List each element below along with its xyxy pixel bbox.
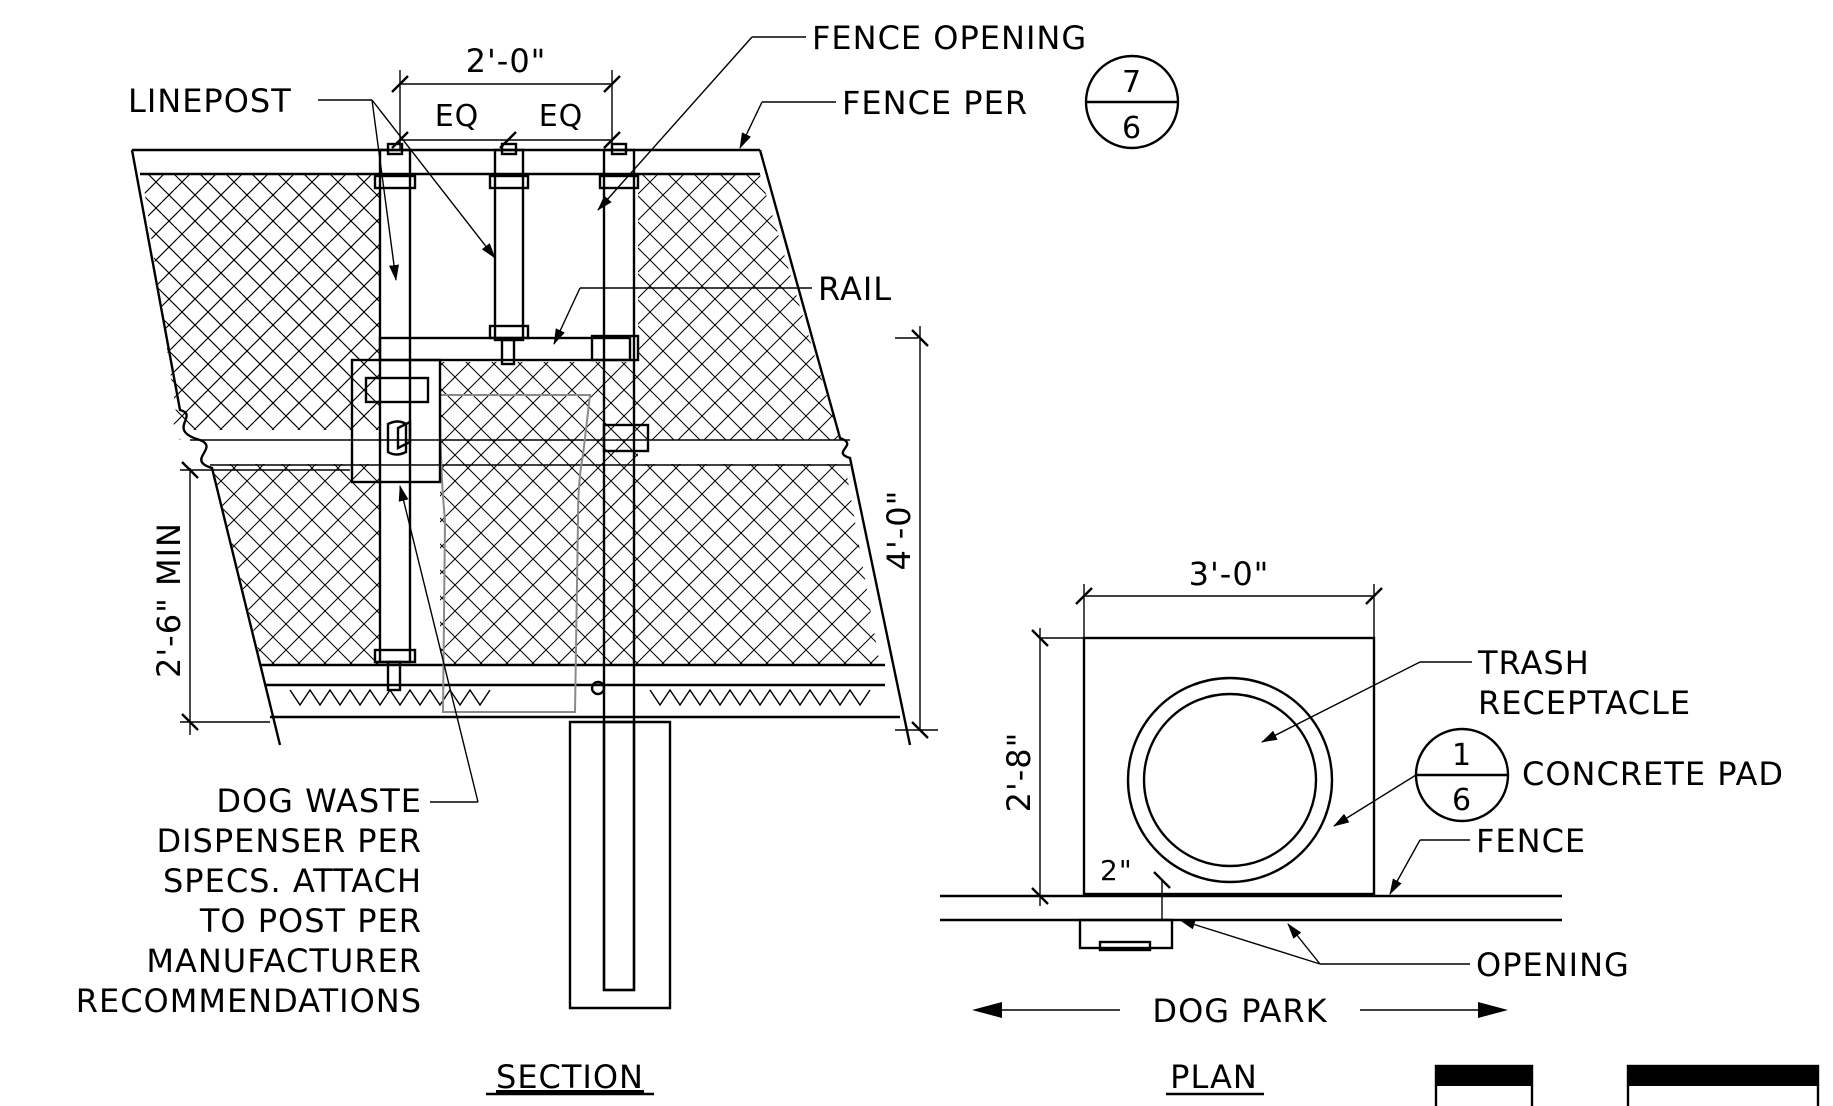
label-fence-opening: FENCE OPENING bbox=[812, 19, 1087, 57]
dim-2-6-min: 2'-6" MIN bbox=[150, 522, 188, 678]
dispenser-line-1: DOG WASTE bbox=[216, 782, 422, 820]
label-linepost: LINEPOST bbox=[128, 82, 292, 120]
chain-link-fabric-lower bbox=[212, 464, 380, 665]
label-fence: FENCE bbox=[1476, 822, 1586, 860]
dispenser-line-3: SPECS. ATTACH bbox=[163, 862, 422, 900]
trash-receptacle bbox=[1126, 676, 1334, 884]
line-post-center bbox=[493, 148, 525, 342]
plan-view: 3'-0" 2'-8" 2" TRASH RECEPTACLE 1 6 CONC… bbox=[940, 555, 1784, 1096]
label-concrete-pad: CONCRETE PAD bbox=[1522, 755, 1784, 793]
ref-pad-bottom: 6 bbox=[1452, 783, 1472, 818]
plan-opening-post bbox=[1078, 918, 1174, 950]
ref-pad-top: 1 bbox=[1452, 738, 1472, 773]
dim-2-0: 2'-0" bbox=[466, 42, 547, 80]
section-title: SECTION bbox=[496, 1058, 644, 1096]
label-fence-per: FENCE PER bbox=[842, 84, 1028, 122]
label-trash-2: RECEPTACLE bbox=[1478, 684, 1691, 722]
dim-eq-left: EQ bbox=[435, 99, 480, 134]
dispenser-note: DOG WASTE DISPENSER PER SPECS. ATTACH TO… bbox=[76, 782, 422, 1020]
label-dog-park: DOG PARK bbox=[1152, 992, 1327, 1030]
dispenser-line-5: MANUFACTURER bbox=[146, 942, 422, 980]
dim-eq-right: EQ bbox=[539, 99, 584, 134]
label-rail: RAIL bbox=[818, 270, 892, 308]
line-post-left bbox=[378, 148, 412, 664]
dispenser-line-4: TO POST PER bbox=[199, 902, 422, 940]
label-trash-1: TRASH bbox=[1477, 644, 1590, 682]
label-opening: OPENING bbox=[1476, 946, 1630, 984]
dispenser-line-2: DISPENSER PER bbox=[156, 822, 422, 860]
dog-waste-dispenser bbox=[350, 358, 442, 484]
plan-title: PLAN bbox=[1170, 1058, 1258, 1096]
dim-4-0: 4'-0" bbox=[880, 490, 918, 571]
dim-2-8: 2'-8" bbox=[1000, 732, 1038, 813]
section-view: 2'-0" EQ EQ 4'-0" 2'-6" MIN LINEPOST FEN… bbox=[76, 19, 1180, 1096]
chain-link-fabric-lower-middle bbox=[440, 362, 638, 665]
ref-fence-bottom: 6 bbox=[1122, 111, 1142, 146]
ref-fence-top: 7 bbox=[1122, 65, 1142, 100]
dim-2-inch: 2" bbox=[1100, 854, 1133, 887]
dispenser-line-6: RECOMMENDATIONS bbox=[76, 982, 422, 1020]
post-footing bbox=[568, 720, 672, 1010]
concrete-pad bbox=[1082, 636, 1376, 896]
chain-link-fabric-upper-right bbox=[638, 174, 840, 440]
fence-detail-reference: 7 6 bbox=[1084, 54, 1180, 150]
scale-bar bbox=[1434, 1064, 1820, 1106]
dim-3-0: 3'-0" bbox=[1189, 555, 1270, 593]
concrete-pad-reference: 1 6 bbox=[1414, 727, 1510, 823]
